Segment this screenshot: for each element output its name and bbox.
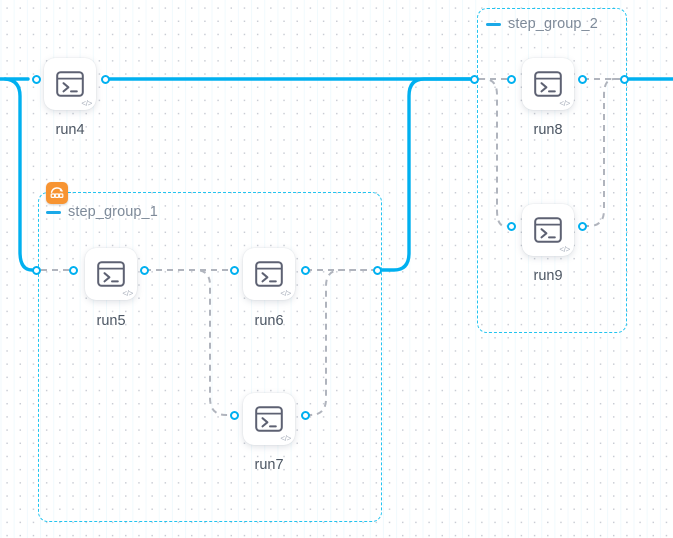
terminal-icon	[534, 217, 562, 243]
code-badge: </>	[559, 99, 570, 108]
code-badge: </>	[122, 289, 133, 298]
node-run4[interactable]: </>	[44, 58, 96, 110]
port-run7-out[interactable]	[301, 411, 310, 420]
node-label-run5: run5	[96, 313, 126, 329]
port-group2-in[interactable]	[470, 75, 479, 84]
node-label-run9: run9	[533, 268, 563, 284]
node-label-run8: run8	[533, 122, 563, 138]
port-run9-in[interactable]	[507, 222, 516, 231]
code-badge: </>	[559, 245, 570, 254]
node-run5[interactable]: </>	[85, 248, 137, 300]
terminal-icon	[255, 406, 283, 432]
minus-dash-icon[interactable]	[46, 210, 61, 214]
port-run5-in[interactable]	[69, 266, 78, 275]
port-group1-in[interactable]	[32, 266, 41, 275]
port-group2-out[interactable]	[620, 75, 629, 84]
minus-dash-icon[interactable]	[486, 22, 501, 26]
port-run7-in[interactable]	[230, 411, 239, 420]
node-label-run6: run6	[254, 313, 284, 329]
group-header-step_group_2[interactable]: step_group_2	[486, 16, 598, 32]
node-run8[interactable]: </>	[522, 58, 574, 110]
sub-workflow-icon[interactable]	[46, 182, 68, 204]
code-badge: </>	[280, 434, 291, 443]
port-run6-in[interactable]	[230, 266, 239, 275]
port-run9-out[interactable]	[578, 222, 587, 231]
node-run6[interactable]: </>	[243, 248, 295, 300]
port-run5-out[interactable]	[140, 266, 149, 275]
port-group1-out[interactable]	[373, 266, 382, 275]
group-header-step_group_1[interactable]: step_group_1	[46, 204, 158, 220]
node-label-run7: run7	[254, 457, 284, 473]
group-frame-step_group_1[interactable]	[38, 192, 382, 522]
terminal-icon	[534, 71, 562, 97]
group-frame-step_group_2[interactable]	[477, 8, 627, 333]
port-run4-out[interactable]	[101, 75, 110, 84]
terminal-icon	[255, 261, 283, 287]
group-title-step_group_1: step_group_1	[68, 204, 158, 220]
edge-branch-down-to-group1in	[3, 77, 34, 272]
group-title-step_group_2: step_group_2	[508, 16, 598, 32]
node-run7[interactable]: </>	[243, 393, 295, 445]
edge-group1out-to-right	[380, 77, 472, 272]
code-badge: </>	[280, 289, 291, 298]
port-run4-in[interactable]	[32, 75, 41, 84]
node-label-run4: run4	[55, 122, 85, 138]
port-run8-out[interactable]	[578, 75, 587, 84]
terminal-icon	[97, 261, 125, 287]
terminal-icon	[56, 71, 84, 97]
port-run8-in[interactable]	[507, 75, 516, 84]
code-badge: </>	[81, 99, 92, 108]
node-run9[interactable]: </>	[522, 204, 574, 256]
port-run6-out[interactable]	[301, 266, 310, 275]
